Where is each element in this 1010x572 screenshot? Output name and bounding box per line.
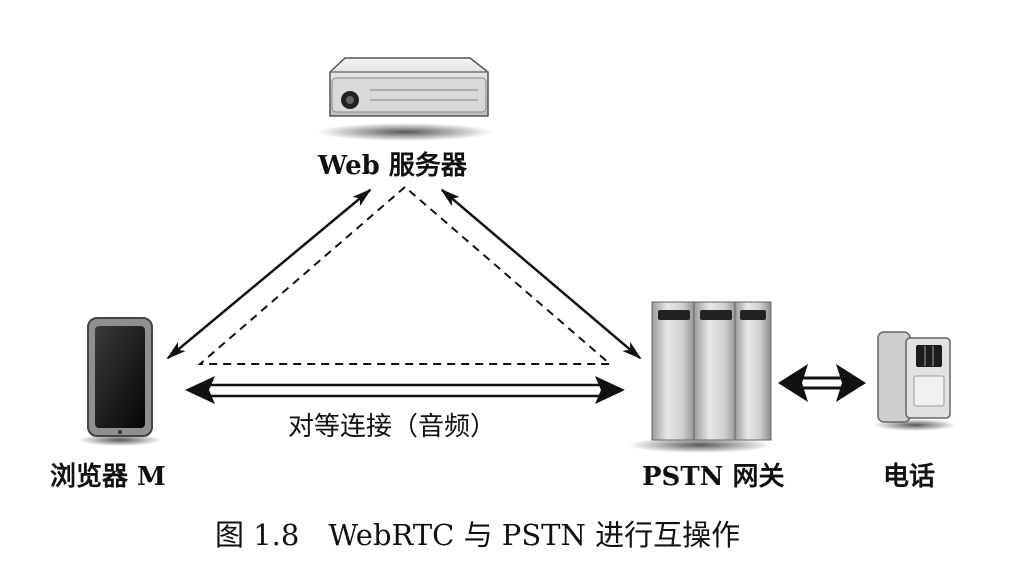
figure-caption: 图 1.8 WebRTC 与 PSTN 进行互操作 (215, 518, 741, 552)
server-gateway-arrow (440, 188, 642, 360)
browser-server-arrow (166, 188, 372, 360)
tablet-device-icon (78, 317, 162, 446)
server-box-icon (317, 57, 493, 141)
peer-connection-label: 对等连接（音频） (288, 412, 497, 442)
desk-phone-icon (873, 331, 957, 431)
dashed-media-triangle (197, 185, 613, 365)
pstn-gateway-label: PSTN 网关 (642, 462, 785, 492)
rack-server-icon (628, 301, 772, 453)
browser-label: 浏览器 M (50, 462, 166, 492)
gateway-phone-double-arrow (778, 364, 866, 402)
phone-label: 电话 (883, 462, 936, 492)
web-server-label: Web 服务器 (318, 151, 467, 181)
peer-connection-double-arrow (185, 376, 625, 404)
